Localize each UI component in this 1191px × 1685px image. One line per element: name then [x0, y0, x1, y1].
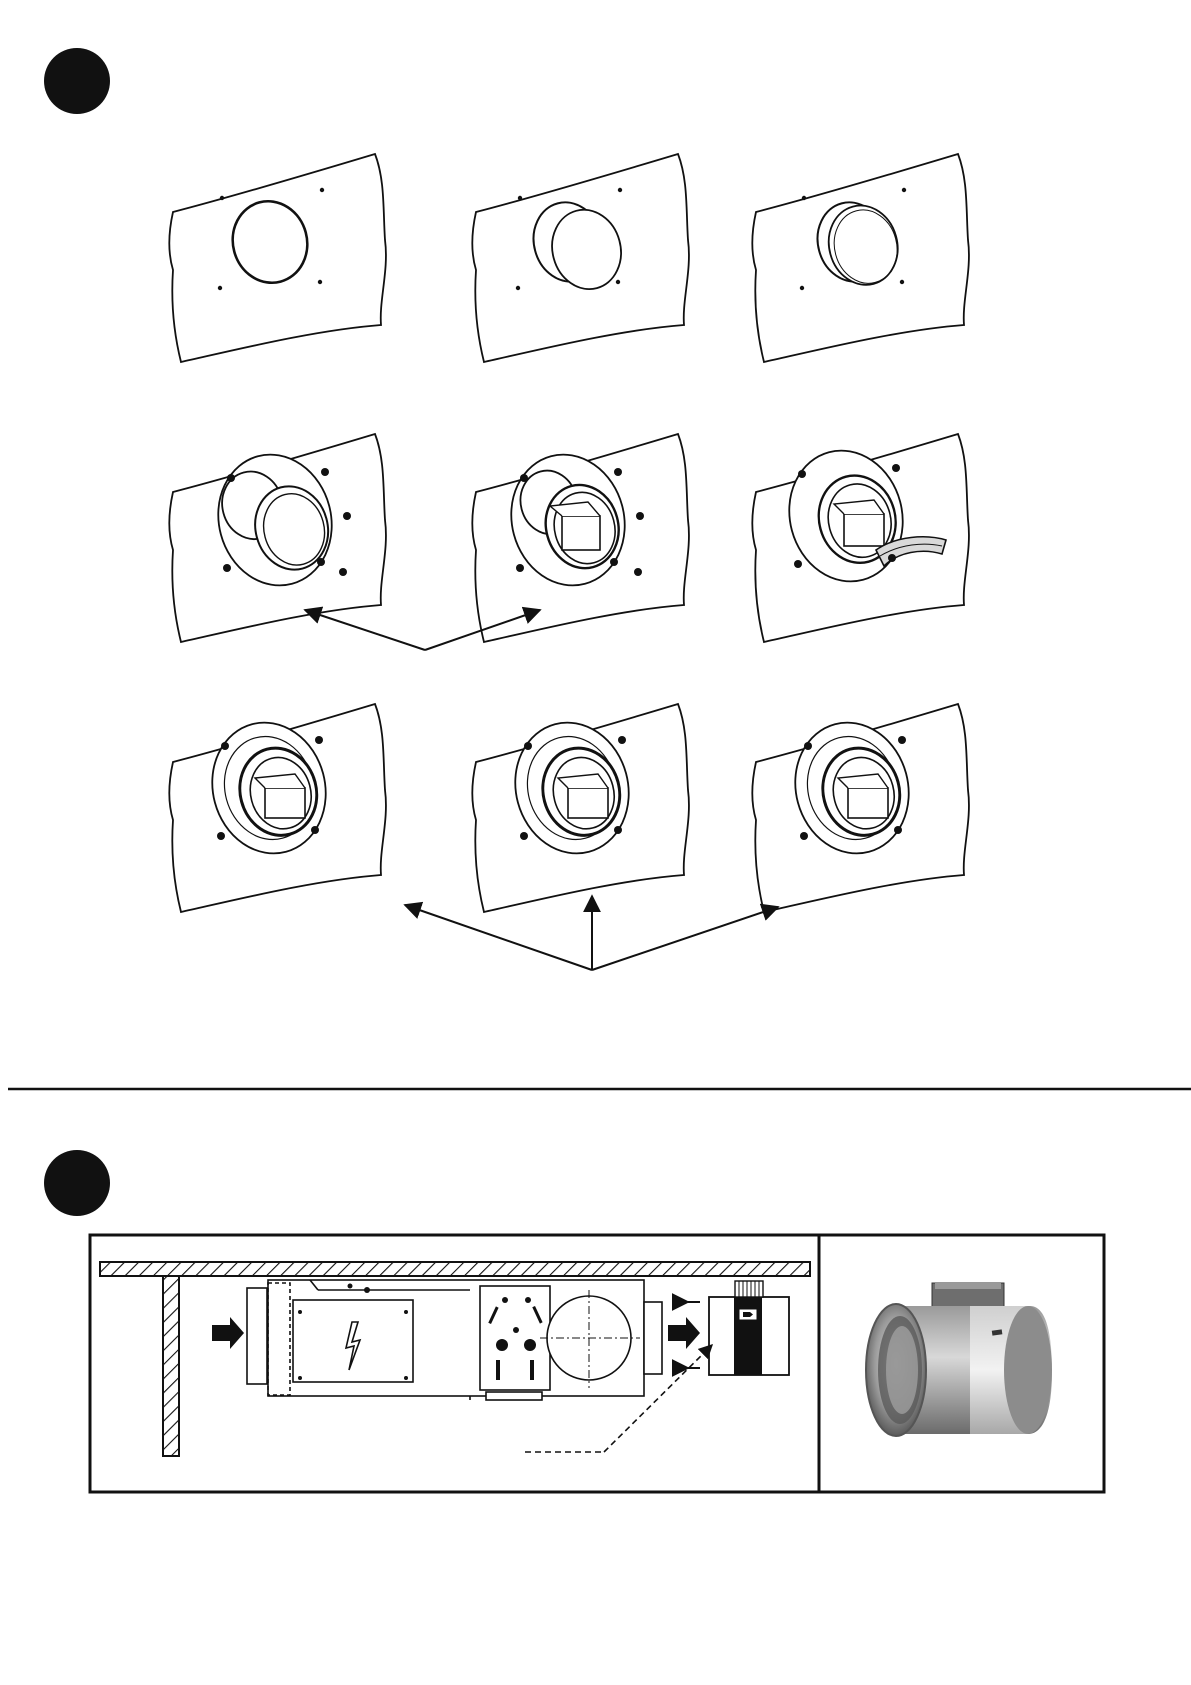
step-3-spigot-seated: [752, 154, 969, 362]
section-marker-1: [44, 48, 110, 114]
step-9-assembly-view-c: [752, 704, 969, 912]
ventilation-unit: [247, 1280, 662, 1400]
step-5-fit-damper: [472, 434, 689, 642]
step-4-fit-collar: [169, 434, 386, 642]
step-6-seal-tape: [752, 434, 969, 642]
step-7-assembly-view-a: [169, 704, 386, 912]
step-8-assembly-view-b: [472, 704, 689, 912]
callout-arrows-row-3: [405, 896, 778, 970]
section-marker-2: [44, 1150, 110, 1216]
step-1-hole-outline: [169, 154, 386, 362]
step-2-insert-spigot: [472, 154, 689, 362]
